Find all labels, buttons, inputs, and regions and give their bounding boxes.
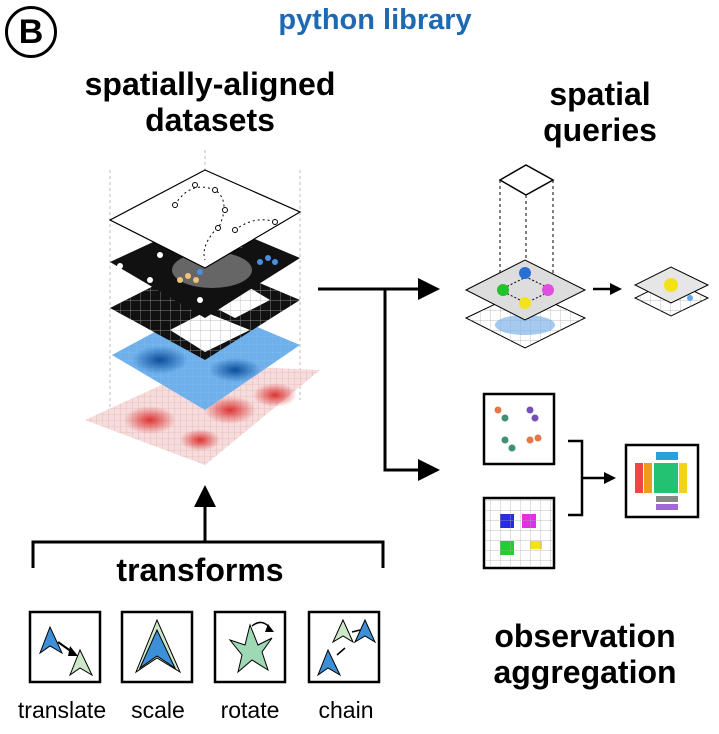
aggregation-heading-line1: observation xyxy=(494,618,676,654)
aggregation-heading-line2: aggregation xyxy=(493,654,677,690)
transform-label-translate: translate xyxy=(17,697,107,723)
datasets-heading-line1: spatially-aligned xyxy=(84,66,336,102)
aggregation-grid-box xyxy=(482,496,556,570)
chain-icon xyxy=(307,610,381,684)
translate-icon xyxy=(28,610,102,684)
aggregation-result-box xyxy=(624,443,700,519)
transform-label-rotate: rotate xyxy=(220,697,280,723)
query-result xyxy=(633,266,710,317)
arrow-to-queries xyxy=(418,278,440,300)
queries-heading-line2: queries xyxy=(543,112,657,148)
query-illustration xyxy=(464,164,587,349)
layer-shapes xyxy=(108,169,302,269)
aggregation-arrow xyxy=(604,472,616,484)
arrow-to-aggregation xyxy=(418,459,440,481)
panel-title: python library xyxy=(278,4,472,36)
datasets-heading-line2: datasets xyxy=(145,102,275,138)
transforms-heading: transforms xyxy=(116,552,284,588)
query-result-arrow xyxy=(593,283,622,295)
layer-red-density xyxy=(85,365,320,465)
aggregation-heading: observation aggregation xyxy=(470,618,700,690)
rotate-icon xyxy=(213,610,287,684)
queries-heading-line1: spatial xyxy=(549,76,651,112)
scale-icon xyxy=(120,610,194,684)
panel-label-badge: B xyxy=(5,6,57,58)
transforms-bracket xyxy=(31,505,385,568)
transform-label-scale: scale xyxy=(131,697,185,723)
queries-heading: spatial queries xyxy=(500,76,700,148)
datasets-heading: spatially-aligned datasets xyxy=(60,66,360,138)
aggregation-bracket xyxy=(568,439,605,517)
arrow-to-datasets xyxy=(194,485,216,507)
flow-arrows xyxy=(318,287,420,472)
aggregation-points-box xyxy=(482,392,556,466)
transform-label-chain: chain xyxy=(318,697,374,723)
